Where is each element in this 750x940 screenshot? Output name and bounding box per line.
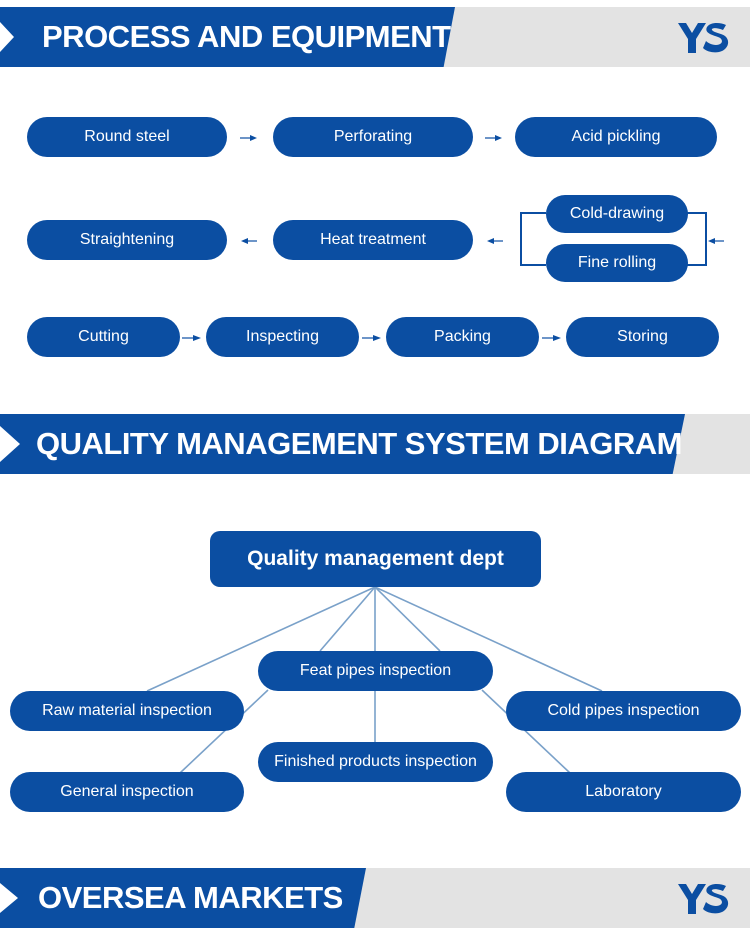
banner-title: PROCESS AND EQUIPMENT (42, 19, 451, 54)
banner-markets: OVERSEA MARKETS (0, 868, 750, 928)
arrow-left-icon (241, 238, 257, 244)
node-general-inspection: General inspection (10, 772, 244, 812)
step-cold-drawing: Cold-drawing (546, 195, 688, 233)
node-finished-products-inspection: Finished products inspection (258, 742, 493, 782)
banner-title: OVERSEA MARKETS (38, 880, 343, 915)
step-packing: Packing (386, 317, 539, 357)
arrow-left-icon (708, 238, 724, 244)
quality-management-dept: Quality management dept (210, 531, 541, 587)
arrow-right-icon (362, 335, 381, 341)
node-laboratory: Laboratory (506, 772, 741, 812)
step-storing: Storing (566, 317, 719, 357)
banner-quality: QUALITY MANAGEMENT SYSTEM DIAGRAM (0, 414, 750, 474)
banner-title: QUALITY MANAGEMENT SYSTEM DIAGRAM (36, 426, 683, 461)
node-cold-pipes-inspection: Cold pipes inspection (506, 691, 741, 731)
arrow-left-icon (487, 238, 503, 244)
step-perforating: Perforating (273, 117, 473, 157)
chevron-right-icon (0, 883, 18, 913)
step-straightening: Straightening (27, 220, 227, 260)
ys-logo-icon (678, 883, 729, 914)
step-heat-treatment: Heat treatment (273, 220, 473, 260)
banner-process: PROCESS AND EQUIPMENT (0, 7, 750, 67)
banner-bluebar (0, 414, 685, 474)
step-fine-rolling: Fine rolling (546, 244, 688, 282)
arrow-right-icon (542, 335, 561, 341)
banner-bluebar (0, 868, 366, 928)
step-cutting: Cutting (27, 317, 180, 357)
chevron-right-icon (0, 22, 14, 52)
step-acid-pickling: Acid pickling (515, 117, 717, 157)
step-inspecting: Inspecting (206, 317, 359, 357)
step-round-steel: Round steel (27, 117, 227, 157)
node-raw-material-inspection: Raw material inspection (10, 691, 244, 731)
arrow-right-icon (240, 135, 257, 141)
arrow-right-icon (485, 135, 502, 141)
branch-bracket (520, 212, 707, 266)
chevron-right-icon (0, 426, 20, 462)
ys-logo-icon (678, 22, 729, 53)
arrow-right-icon (182, 335, 201, 341)
node-feat-pipes-inspection: Feat pipes inspection (258, 651, 493, 691)
banner-bluebar (0, 7, 455, 67)
